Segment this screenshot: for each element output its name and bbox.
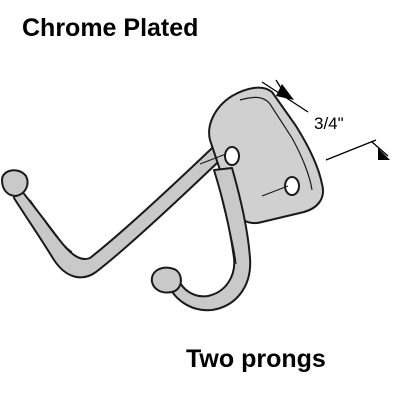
lower-prong-tip	[150, 266, 182, 294]
mounting-plate	[199, 86, 324, 224]
dimension-label: 3/4"	[314, 114, 344, 133]
left-prong-tip	[0, 169, 29, 198]
lower-prong	[150, 167, 252, 312]
dimension-indicator	[261, 79, 390, 161]
dimension-extension-bottom	[325, 139, 377, 161]
product-title: Chrome Plated	[22, 14, 199, 42]
screw-hole-lower	[284, 176, 300, 196]
product-subtitle: Two prongs	[186, 345, 326, 373]
dimension-arrow-bottom	[378, 148, 390, 160]
dimension-arrow-top	[276, 84, 294, 100]
screw-hole-upper	[224, 146, 240, 166]
